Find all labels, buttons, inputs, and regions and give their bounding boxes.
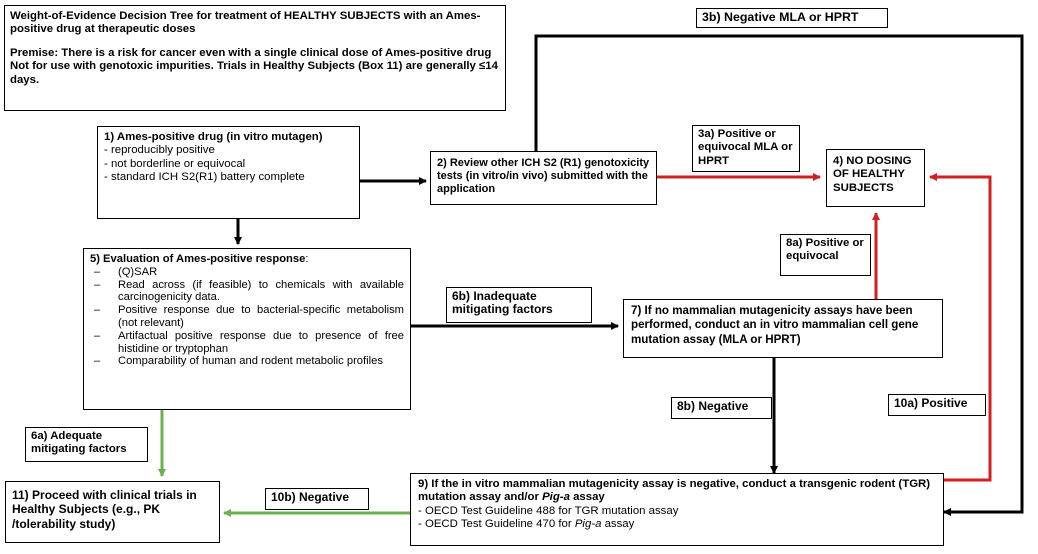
box-7-mammalian-assay: 7) If no mammalian mutagenicity assays h…: [623, 299, 943, 358]
box-1-item: - not borderline or equivocal: [104, 157, 246, 170]
box-5-evaluation: 5) Evaluation of Ames-positive response:…: [83, 248, 411, 410]
box-5-item: Positive response due to bacterial-speci…: [90, 304, 404, 330]
label-10a-positive: 10a) Positive: [888, 394, 986, 416]
premise-text: Premise: There is a risk for cancer even…: [10, 46, 492, 59]
box-9-line-2: - OECD Test Guideline 470 for Pig-a assa…: [418, 518, 635, 531]
box-5-item: (Q)SAR: [90, 266, 404, 279]
label-3a-positive: 3a) Positive or equivocal MLA or HPRT: [692, 125, 800, 172]
box-4-no-dosing: 4) NO DOSING OF HEALTHY SUBJECTS: [826, 149, 925, 207]
box-1-ames-positive-drug: 1) Ames-positive drug (in vitro mutagen)…: [97, 126, 360, 219]
box-1-item: - standard ICH S2(R1) battery complete: [104, 171, 305, 184]
label-8a-positive: 8a) Positive or equivocal: [780, 234, 871, 276]
box-5-item: Read across (if feasible) to chemicals w…: [90, 279, 404, 305]
box-2-text: 2) Review other ICH S2 (R1) genotoxicity…: [437, 157, 650, 196]
arrow-9-to-4: [929, 173, 992, 482]
box-1-title: 1) Ames-positive drug (in vitro mutagen): [104, 131, 323, 143]
box-4-text: 4) NO DOSING OF HEALTHY SUBJECTS: [833, 155, 912, 194]
box-9-tgr-pig-a: 9) If the in vitro mammalian mutagenicit…: [410, 473, 944, 546]
box-5-item: Artifactual positive response due to pre…: [90, 330, 404, 356]
box-7-text: 7) If no mammalian mutagenicity assays h…: [631, 304, 919, 346]
box-1-item: - reproducibly positive: [104, 144, 215, 157]
box-5-list: (Q)SAR Read across (if feasible) to chem…: [90, 266, 404, 368]
intro-box: Weight-of-Evidence Decision Tree for tre…: [4, 5, 506, 111]
scope-note: Not for use with genotoxic impurities. T…: [10, 60, 498, 86]
box-11-text: 11) Proceed with clinical trials in Heal…: [12, 488, 197, 531]
label-10b-negative: 10b) Negative: [265, 488, 369, 510]
label-6a-adequate: 6a) Adequate mitigating factors: [25, 427, 148, 462]
box-9-line-1: - OECD Test Guideline 488 for TGR mutati…: [418, 504, 679, 517]
box-9-title: 9) If the in vitro mammalian mutagenicit…: [418, 478, 931, 504]
label-3b-negative: 3b) Negative MLA or HPRT: [696, 8, 888, 28]
box-2-review-genotoxicity: 2) Review other ICH S2 (R1) genotoxicity…: [430, 151, 657, 205]
arrow-2-to-9: [534, 34, 1024, 516]
box-5-colon: :: [305, 253, 309, 265]
box-11-proceed-trials: 11) Proceed with clinical trials in Heal…: [5, 481, 220, 543]
box-5-item: Comparability of human and rodent metabo…: [90, 355, 404, 368]
box-5-title: 5) Evaluation of Ames-positive response: [90, 253, 306, 265]
diagram-title: Weight-of-Evidence Decision Tree for tre…: [10, 10, 481, 36]
label-6b-inadequate: 6b) Inadequate mitigating factors: [446, 287, 592, 323]
label-8b-negative: 8b) Negative: [671, 397, 772, 419]
